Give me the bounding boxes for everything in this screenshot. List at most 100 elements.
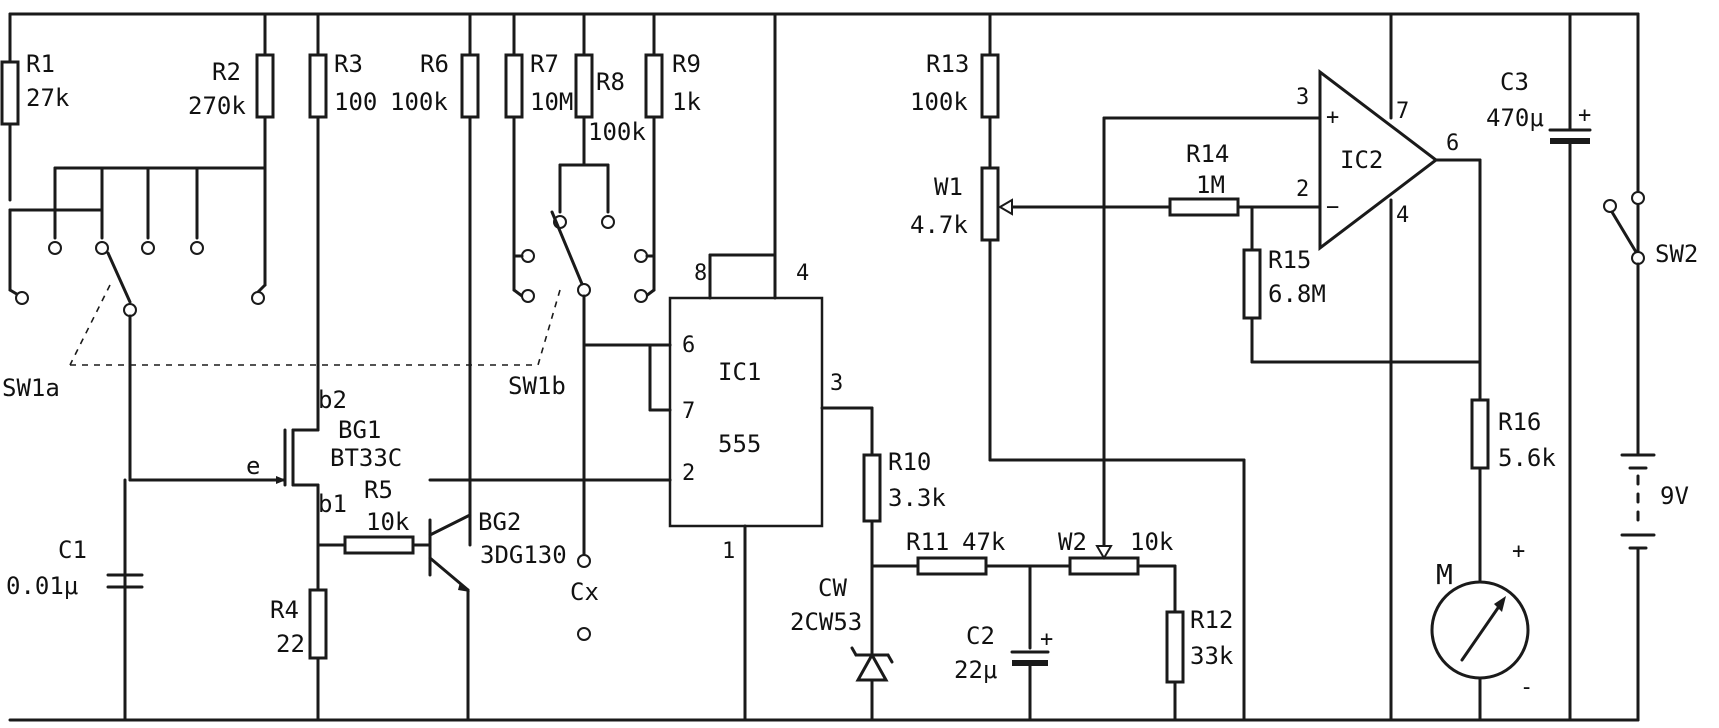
- r10-value: 3.3k: [888, 484, 946, 512]
- bg1-b1-pin: b1: [318, 490, 347, 518]
- capacitor-c3: + C3 470μ: [1486, 12, 1592, 722]
- resistor-r12: R12 33k: [1165, 606, 1234, 722]
- bg2-ref: BG2: [478, 508, 521, 536]
- r5-ref: R5: [364, 476, 393, 504]
- meter-m: M + -: [1430, 539, 1533, 722]
- c3-plus: +: [1578, 103, 1591, 128]
- r16-ref: R16: [1498, 408, 1541, 436]
- ic1-value: 555: [718, 430, 761, 458]
- sw1b-label: SW1b: [508, 372, 566, 400]
- r14-value: 1M: [1196, 171, 1225, 199]
- resistor-r11: R11 47k: [870, 528, 1072, 576]
- potentiometer-w2[interactable]: W2 10k: [1058, 116, 1177, 614]
- sw1a-label: SW1a: [2, 374, 60, 402]
- resistor-r14: R14 1M: [1168, 140, 1322, 217]
- bg2-value: 3DG130: [480, 541, 567, 569]
- r13-ref: R13: [926, 50, 969, 78]
- ic2-plus: +: [1326, 105, 1339, 130]
- resistor-r3: R3 100: [308, 12, 377, 377]
- ic1-pin1: 1: [722, 539, 735, 564]
- potentiometer-w1[interactable]: W1 4.7k: [910, 166, 1246, 722]
- zener-cw: CW 2CW53: [790, 574, 894, 682]
- ic2-pin6: 6: [1446, 131, 1459, 156]
- switch-sw2[interactable]: SW2: [1603, 12, 1698, 457]
- r1-ref: R1: [26, 50, 55, 78]
- r11-ref: R11: [906, 528, 949, 556]
- opamp-ic2: 3 + 2 − 7 6 4 IC2: [1102, 12, 1482, 722]
- w2-value: 10k: [1130, 528, 1174, 556]
- r14-ref: R14: [1186, 140, 1229, 168]
- r11-value: 47k: [962, 528, 1006, 556]
- switch-sw1b[interactable]: SW1b: [70, 210, 672, 568]
- ic1-pin3: 3: [830, 371, 843, 396]
- c2-value: 22μ: [954, 656, 997, 684]
- r8-ref: R8: [596, 68, 625, 96]
- r4-value: 22: [276, 630, 305, 658]
- ic1-pin4: 4: [796, 261, 809, 286]
- r4-ref: R4: [270, 596, 299, 624]
- resistor-r5: R5 10k: [316, 476, 432, 555]
- r3-value: 100: [334, 88, 377, 116]
- ic1-555: 8 4 6 7 2 3 1 IC1 555: [648, 12, 874, 722]
- capacitor-c2: + C2 22μ: [954, 564, 1053, 722]
- bg1-e-pin: e: [246, 452, 260, 480]
- resistor-r7: R7 10M: [504, 12, 573, 298]
- capacitor-c1: C1 0.01μ: [6, 478, 144, 722]
- r15-value: 6.8M: [1268, 280, 1326, 308]
- r15-ref: R15: [1268, 246, 1311, 274]
- meter-label: M: [1436, 558, 1453, 591]
- w1-value: 4.7k: [910, 211, 968, 239]
- r10-ref: R10: [888, 448, 931, 476]
- ic2-pin4: 4: [1396, 203, 1409, 228]
- transistor-bg1: b2 e b1 BG1 BT33C: [128, 373, 402, 547]
- battery-value: 9V: [1660, 482, 1689, 510]
- resistor-r8: R8 100k: [558, 12, 646, 214]
- r3-ref: R3: [334, 50, 363, 78]
- ic2-minus: −: [1326, 195, 1339, 220]
- ic2-pin2: 2: [1296, 177, 1309, 202]
- resistor-r10: R10 3.3k: [862, 406, 946, 722]
- c3-ref: C3: [1500, 68, 1529, 96]
- r8-value: 100k: [588, 118, 646, 146]
- r6-ref: R6: [420, 50, 449, 78]
- cw-value: 2CW53: [790, 608, 862, 636]
- r16-value: 5.6k: [1498, 444, 1556, 472]
- meter-plus: +: [1512, 539, 1525, 564]
- cx-terminals[interactable]: Cx: [570, 578, 599, 641]
- switch-sw1a[interactable]: SW1a: [2, 166, 267, 482]
- r9-value: 1k: [672, 88, 701, 116]
- bg1-ref: BG1: [338, 416, 381, 444]
- c2-plus: +: [1040, 627, 1053, 652]
- ic1-ref: IC1: [718, 358, 761, 386]
- r1-value: 27k: [26, 84, 70, 112]
- ic1-pin8: 8: [694, 261, 707, 286]
- r2-ref: R2: [212, 58, 241, 86]
- c3-value: 470μ: [1486, 104, 1544, 132]
- r7-ref: R7: [530, 50, 559, 78]
- meter-minus: -: [1520, 675, 1533, 700]
- resistor-r1: R1 27k: [0, 50, 70, 272]
- ic2-pin3: 3: [1296, 85, 1309, 110]
- r6-value: 100k: [390, 88, 448, 116]
- c1-value: 0.01μ: [6, 572, 78, 600]
- ic1-pin6: 6: [682, 333, 695, 358]
- resistor-r13: R13 100k: [910, 12, 1000, 170]
- ic1-pin7: 7: [682, 399, 695, 424]
- bg1-b2-pin: b2: [318, 386, 347, 414]
- r2-value: 270k: [188, 92, 246, 120]
- resistor-r16: R16 5.6k: [1470, 398, 1556, 582]
- transistor-bg2: BG2 3DG130: [428, 478, 672, 722]
- r9-ref: R9: [672, 50, 701, 78]
- ic2-pin7: 7: [1396, 99, 1409, 124]
- r5-value: 10k: [366, 508, 410, 536]
- bg1-value: BT33C: [330, 444, 402, 472]
- c1-ref: C1: [58, 536, 87, 564]
- resistor-r6: R6 100k: [390, 12, 480, 547]
- w2-ref: W2: [1058, 528, 1087, 556]
- resistor-r15: R15 6.8M: [1242, 205, 1482, 364]
- r12-value: 33k: [1190, 642, 1234, 670]
- ic2-ref: IC2: [1340, 146, 1383, 174]
- cw-ref: CW: [818, 574, 847, 602]
- c2-ref: C2: [966, 622, 995, 650]
